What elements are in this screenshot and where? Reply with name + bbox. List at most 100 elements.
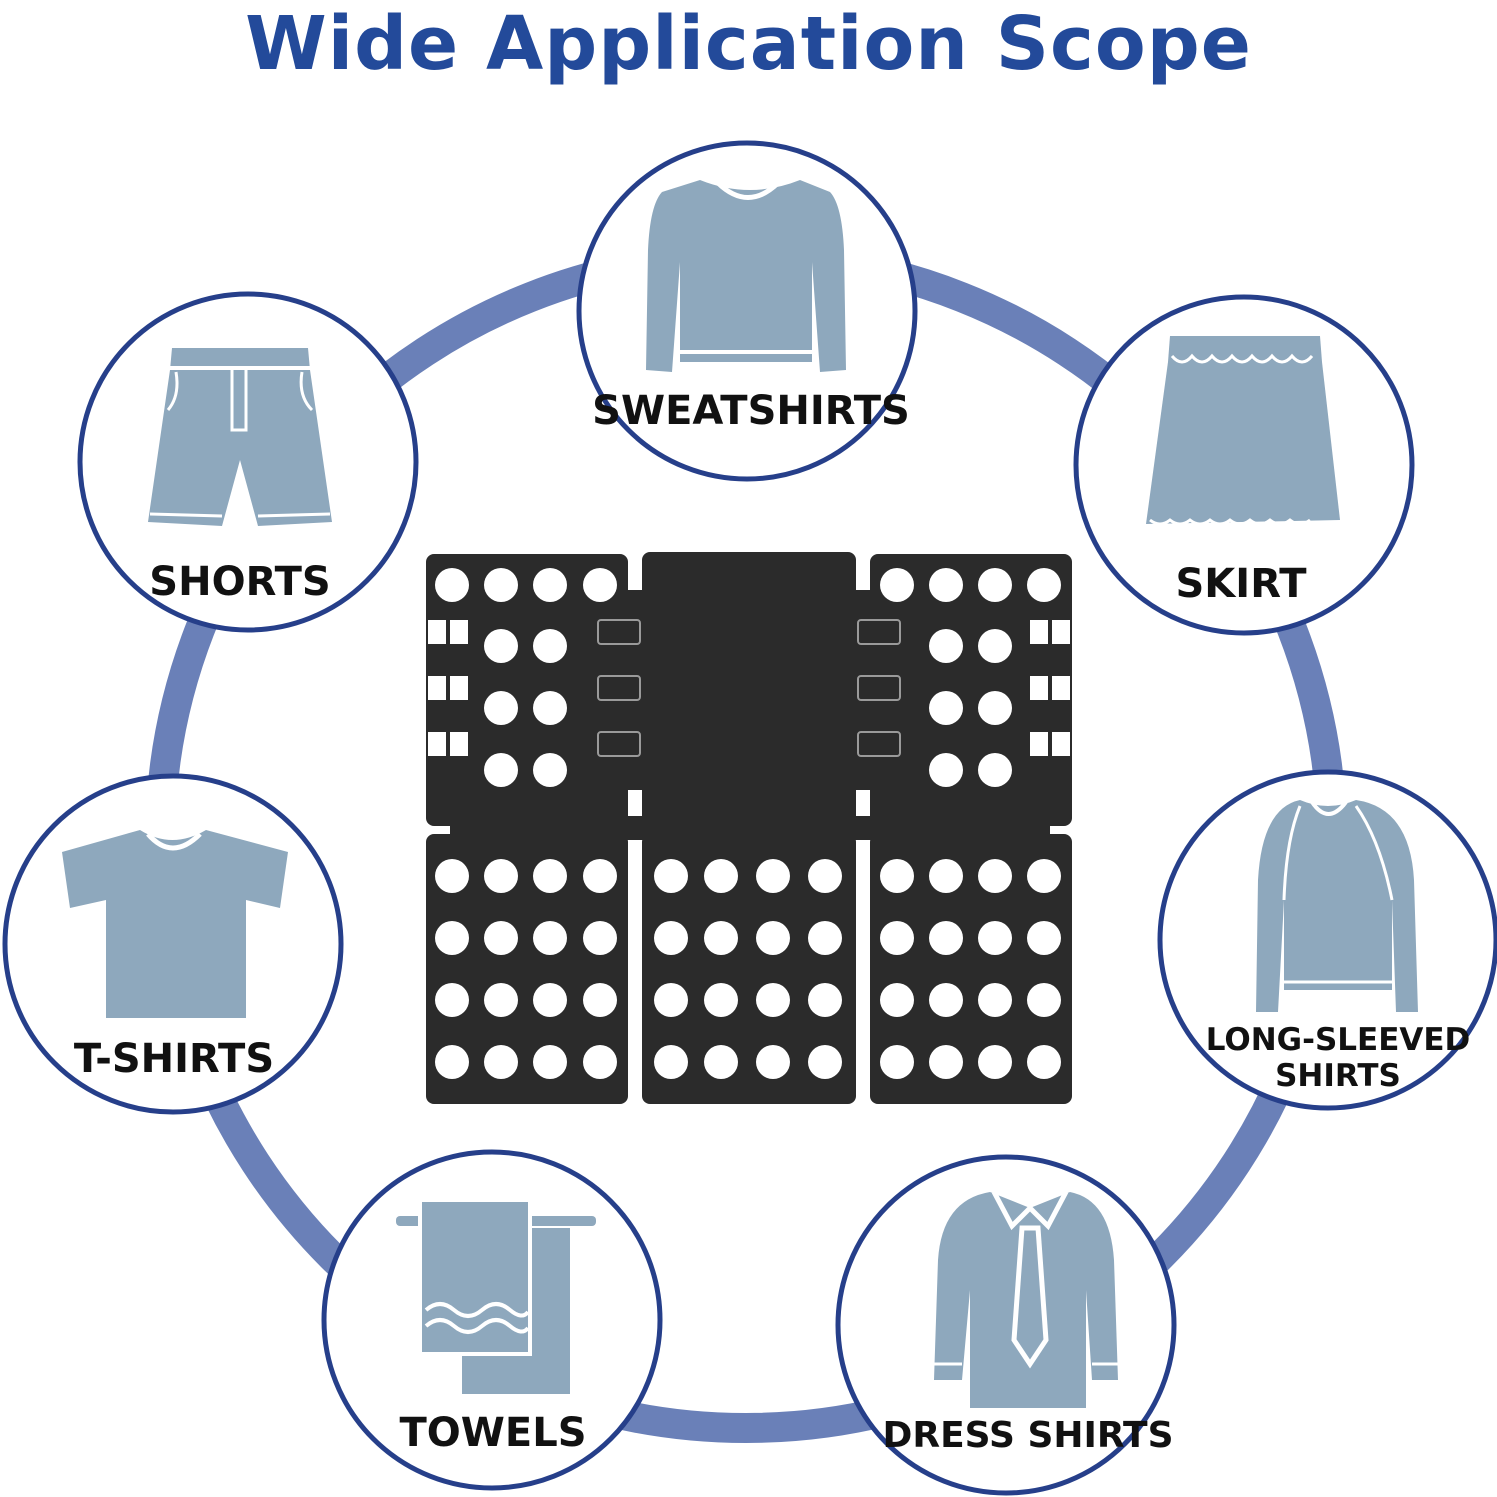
- board-hole: [533, 921, 567, 955]
- board-hole: [808, 859, 842, 893]
- board-hole: [435, 1045, 469, 1079]
- board-panel: [870, 834, 1072, 1104]
- board-hole: [484, 568, 518, 602]
- shorts-icon: [148, 348, 332, 526]
- board-hole: [808, 983, 842, 1017]
- label-shirts: SHIRTS: [1275, 1058, 1401, 1094]
- label-sweatshirts: SWEATSHIRTS: [592, 388, 910, 434]
- board-hole: [533, 629, 567, 663]
- sweatshirt-icon: [646, 180, 846, 372]
- board-hole: [704, 859, 738, 893]
- long-sleeved-shirt-icon: [1256, 800, 1418, 1012]
- badge-dress-shirts: DRESS SHIRTS: [835, 1154, 1177, 1496]
- board-hole: [484, 753, 518, 787]
- board-hole: [978, 1045, 1012, 1079]
- board-hole: [808, 921, 842, 955]
- board-hole: [533, 1045, 567, 1079]
- board-clip: [857, 731, 901, 757]
- board-hole: [1027, 859, 1061, 893]
- board-hole: [704, 921, 738, 955]
- board-clip: [857, 619, 901, 645]
- board-hole: [929, 983, 963, 1017]
- board-hole: [978, 983, 1012, 1017]
- board-hole: [583, 1045, 617, 1079]
- board-panel: [426, 554, 628, 826]
- page-title: Wide Application Scope: [245, 1, 1252, 87]
- board-clip: [597, 731, 641, 757]
- board-hole: [756, 921, 790, 955]
- board-hole: [978, 921, 1012, 955]
- board-hole: [929, 629, 963, 663]
- board-hole: [435, 568, 469, 602]
- board-panel: [426, 834, 628, 1104]
- board-seam: [450, 816, 1050, 840]
- board-hole: [929, 691, 963, 725]
- board-panel: [870, 554, 1072, 826]
- skirt-icon: [1146, 336, 1340, 526]
- board-hole: [533, 983, 567, 1017]
- board-hole: [583, 921, 617, 955]
- board-hole: [654, 1045, 688, 1079]
- board-hole: [756, 859, 790, 893]
- board-hole: [435, 983, 469, 1017]
- board-hole: [929, 1045, 963, 1079]
- board-hole: [1027, 983, 1061, 1017]
- board-hole: [929, 568, 963, 602]
- board-hole: [533, 691, 567, 725]
- board-hole: [583, 983, 617, 1017]
- board-hole: [654, 859, 688, 893]
- board-hole: [435, 859, 469, 893]
- board-hole: [704, 1045, 738, 1079]
- board-hole: [1027, 1045, 1061, 1079]
- label-t-shirts: T-SHIRTS: [74, 1036, 274, 1082]
- board-hole: [978, 859, 1012, 893]
- board-hole: [583, 568, 617, 602]
- badge-t-shirts: T-SHIRTS: [2, 773, 344, 1115]
- board-clip: [597, 619, 641, 645]
- board-hole: [880, 859, 914, 893]
- towel-icon: [396, 1198, 596, 1394]
- board-hole: [880, 1045, 914, 1079]
- board-hole: [435, 921, 469, 955]
- badge-shorts: SHORTS: [77, 291, 419, 633]
- board-hole: [978, 753, 1012, 787]
- board-hole: [880, 568, 914, 602]
- board-hole: [484, 983, 518, 1017]
- board-hole: [929, 753, 963, 787]
- board-hole: [654, 983, 688, 1017]
- label-towels: TOWELS: [399, 1410, 586, 1456]
- board-hole: [654, 921, 688, 955]
- folding-board: [426, 552, 1072, 1104]
- board-hole: [929, 859, 963, 893]
- badge-sweatshirts: SWEATSHIRTS: [576, 140, 918, 482]
- board-hole: [929, 921, 963, 955]
- board-hole: [484, 1045, 518, 1079]
- board-hole: [1027, 568, 1061, 602]
- label-skirt: SKIRT: [1176, 561, 1308, 607]
- board-hole: [880, 983, 914, 1017]
- board-hole: [533, 859, 567, 893]
- board-hole: [880, 921, 914, 955]
- t-shirt-icon: [62, 830, 288, 1018]
- label-shorts: SHORTS: [149, 559, 330, 605]
- dress-shirt-icon: [934, 1190, 1118, 1408]
- board-hole: [978, 568, 1012, 602]
- badge-skirt: SKIRT: [1073, 294, 1415, 636]
- board-hole: [756, 1045, 790, 1079]
- board-hole: [756, 983, 790, 1017]
- board-clip: [597, 675, 641, 701]
- board-hole: [583, 859, 617, 893]
- board-hole: [978, 691, 1012, 725]
- board-clip: [857, 675, 901, 701]
- board-hole: [484, 859, 518, 893]
- board-hole: [704, 983, 738, 1017]
- board-hole: [484, 629, 518, 663]
- label-long-sleeved: LONG-SLEEVED: [1206, 1022, 1471, 1058]
- board-panel: [642, 834, 856, 1104]
- board-hole: [533, 568, 567, 602]
- label-dress-shirts: DRESS SHIRTS: [882, 1415, 1173, 1456]
- board-hole: [1027, 921, 1061, 955]
- board-panel: [642, 552, 856, 828]
- badge-towels: TOWELS: [321, 1149, 663, 1491]
- board-hole: [484, 921, 518, 955]
